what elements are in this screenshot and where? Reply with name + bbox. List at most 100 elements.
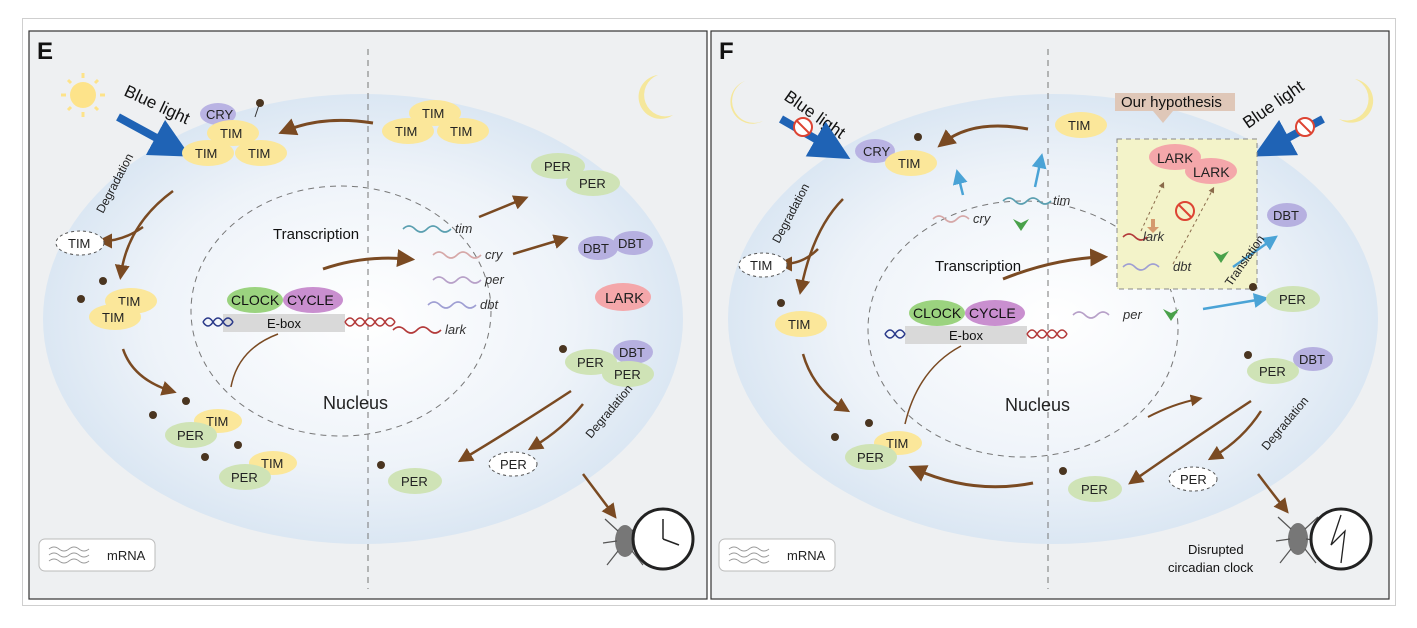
tim-label: TIM [195, 146, 217, 161]
sun-icon [61, 73, 105, 117]
panel-letter: E [37, 38, 53, 65]
per-protein [845, 444, 897, 470]
hypothesis-label: Our hypothesis [1121, 94, 1222, 111]
clock-label: CLOCK [913, 305, 962, 321]
per-label: PER [177, 428, 204, 443]
transcription-arrow [1002, 248, 1109, 281]
arrow [121, 348, 177, 396]
transcription-label: Transcription [273, 226, 359, 243]
tim-label: TIM [886, 436, 908, 451]
degraded-tim [738, 252, 788, 278]
phosphate-icon [559, 345, 567, 353]
blocked-icon [1175, 201, 1195, 221]
arrow [278, 118, 374, 136]
arrow [908, 465, 1034, 489]
gene-label-per: per [1122, 307, 1142, 322]
per-label: PER [231, 470, 258, 485]
ebox [905, 326, 1027, 344]
mrna-per [432, 276, 482, 284]
degraded-tim [55, 230, 105, 256]
phosphate-icon [377, 461, 385, 469]
figure-frame: E Nucleus Blue light CRY TIM [22, 18, 1396, 606]
mrna-dbt [427, 301, 477, 309]
mrna-dbt [1122, 263, 1160, 271]
per-protein [531, 153, 585, 179]
arrow [1147, 394, 1203, 418]
dbt-label: DBT [1273, 208, 1299, 223]
nucleus-label: Nucleus [1005, 395, 1070, 415]
dbt-label: DBT [1299, 352, 1325, 367]
arrow [937, 124, 1029, 148]
per-protein [165, 422, 217, 448]
gene-label-dbt: dbt [1173, 259, 1192, 274]
phosphate-icon [1059, 467, 1067, 475]
cry-tim-complex: CRY TIM TIM TIM [182, 99, 287, 166]
mrna-legend: mRNA [38, 538, 156, 572]
feedback-line [904, 345, 962, 425]
clock-protein [909, 300, 965, 326]
cell-body [728, 94, 1378, 544]
nucleus-membrane [190, 185, 492, 437]
translation-arrow [1031, 153, 1047, 188]
tim-label: TIM [206, 414, 228, 429]
mrna-list: tim cry per dbt lark [392, 221, 504, 337]
phosphate-icon [149, 411, 157, 419]
per-protein [1068, 476, 1122, 502]
phosphate-icon [77, 295, 85, 303]
legend-label: mRNA [107, 548, 146, 563]
dna-left [202, 317, 234, 327]
dna-right [344, 317, 396, 327]
down-arrow-icon [1013, 219, 1029, 231]
cycle-protein [283, 287, 343, 313]
tim-label: TIM [898, 156, 920, 171]
dbt-protein [1293, 347, 1333, 371]
down-arrow-icon [1163, 309, 1179, 321]
arrow [97, 225, 144, 249]
gene-label-per: per [484, 272, 504, 287]
per-protein [388, 468, 442, 494]
arrow [1257, 473, 1289, 514]
per-label: PER [579, 176, 606, 191]
arrow [457, 389, 572, 463]
clock-icon [1309, 507, 1373, 571]
arrow [478, 195, 529, 219]
dbt-protein [578, 236, 618, 260]
cry-label: CRY [206, 107, 234, 122]
gene-label-tim: tim [455, 221, 473, 236]
gene-label-dbt: dbt [480, 297, 499, 312]
per-label: PER [1279, 292, 1306, 307]
translation-arrow [952, 169, 968, 196]
legend-label: mRNA [787, 548, 826, 563]
arrow [1207, 410, 1263, 461]
fly-icon [1275, 516, 1321, 564]
tim-label: TIM [395, 124, 417, 139]
dbt-label: DBT [583, 241, 609, 256]
tim-label: TIM [750, 258, 772, 273]
figure-svg: E Nucleus Blue light CRY TIM [28, 30, 1390, 600]
lark-protein [1149, 144, 1201, 170]
arrow [582, 473, 617, 519]
tim-trimer: TIM TIM TIM [382, 100, 489, 144]
mrna-tim [402, 225, 452, 233]
mrna-cry [432, 251, 482, 259]
lark-protein [1185, 158, 1237, 184]
moon-icon [638, 75, 673, 119]
cycle-protein [965, 300, 1025, 326]
disrupted-label-line1: Disrupted [1188, 542, 1244, 557]
tim-label: TIM [220, 126, 242, 141]
lark-protein [595, 283, 651, 311]
phosphate-icon [234, 441, 242, 449]
panel-letter: F [719, 38, 734, 65]
mrna-legend: mRNA [718, 538, 836, 572]
feedback-line [230, 333, 279, 388]
per-label: PER [857, 450, 884, 465]
phosphate-icon [182, 397, 190, 405]
arrow [795, 198, 844, 295]
cycle-label: CYCLE [969, 305, 1016, 321]
arrow [1140, 181, 1165, 232]
cry-label: CRY [863, 144, 891, 159]
arrow [1128, 399, 1252, 485]
phosphate-icon [865, 419, 873, 427]
arrow [801, 353, 851, 413]
per-protein [1247, 358, 1299, 384]
